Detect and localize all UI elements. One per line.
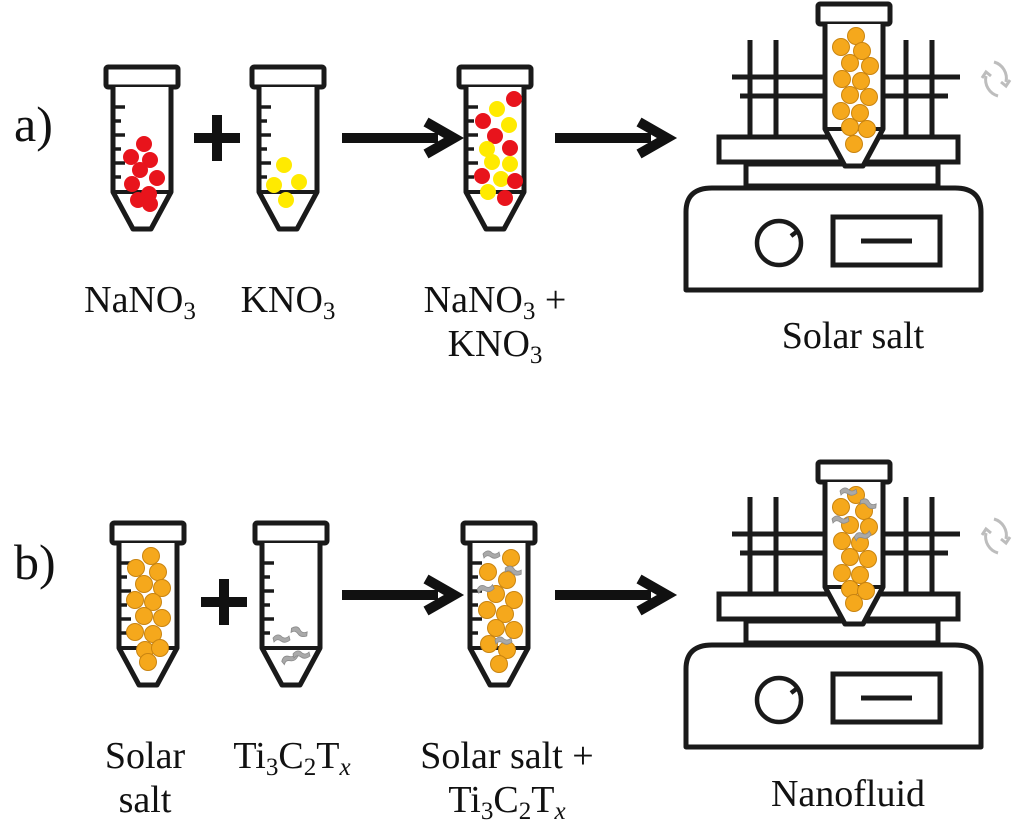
salt-mxene-mixture-tube xyxy=(463,523,535,685)
label-line-2: salt xyxy=(118,779,172,821)
right-arrow-icon xyxy=(342,579,454,611)
label-subscript: x xyxy=(339,754,350,781)
label-part: T xyxy=(316,735,340,777)
rotation-icon xyxy=(980,517,1012,555)
mixture-line-1: NaNO3 + xyxy=(400,278,590,326)
plus-icon xyxy=(201,579,247,625)
solar-salt-input-tube xyxy=(112,523,184,685)
label-subscript: 3 xyxy=(265,754,279,782)
label-subscript: 2 xyxy=(303,754,317,782)
nitrate-mixture-tube xyxy=(459,67,531,229)
label-suffix: + xyxy=(535,279,567,321)
label-part: C xyxy=(493,779,519,821)
nanofluid-label: Nanofluid xyxy=(770,773,926,815)
solar-salt-input-label: Solar salt xyxy=(80,734,210,822)
label-subscript: x xyxy=(554,798,565,825)
plus-icon xyxy=(194,115,240,161)
label-base: NaNO xyxy=(84,279,184,321)
mxene-tube xyxy=(255,523,327,685)
label-part: C xyxy=(278,735,304,777)
label-part: Ti xyxy=(448,779,481,821)
label-subscript-italic: x xyxy=(554,798,566,826)
label-subscript: 2 xyxy=(518,798,532,826)
panel-a-letter: a) xyxy=(14,96,53,152)
label-line-2: Ti3C2Tx xyxy=(392,778,622,826)
label-base: NaNO xyxy=(423,279,523,321)
rotation-icon xyxy=(980,60,1012,98)
mixture-line-2: KNO3 xyxy=(400,322,590,370)
salt-mxene-mixture-label: Solar salt + Ti3C2Tx xyxy=(392,734,622,826)
panel-a xyxy=(106,4,1012,290)
label-subscript: 3 xyxy=(522,298,536,326)
solar-salt-tube xyxy=(818,4,890,166)
label-line-1: Solar salt + xyxy=(420,735,594,777)
label-part: Ti xyxy=(233,735,266,777)
right-arrow-icon xyxy=(555,579,667,611)
panel-b xyxy=(112,462,1012,747)
sodium-nitrate-label: NaNO3 xyxy=(60,278,220,326)
label-base: KNO xyxy=(240,279,323,321)
label-line-1: Solar xyxy=(104,735,186,777)
potassium-nitrate-tube xyxy=(252,67,324,229)
solar-salt-result-label: Solar salt xyxy=(781,315,925,357)
label-base: KNO xyxy=(447,323,530,365)
label-subscript: 3 xyxy=(183,298,196,326)
label-part: T xyxy=(531,779,555,821)
label-subscript: 3 xyxy=(322,298,336,326)
sodium-nitrate-tube xyxy=(106,67,178,229)
right-arrow-icon xyxy=(555,122,667,154)
label-subscript-italic: x xyxy=(339,754,351,782)
nitrate-mixture-label: NaNO3 + KNO3 xyxy=(400,278,590,370)
right-arrow-icon xyxy=(342,122,454,154)
mxene-label: Ti3C2Tx xyxy=(212,734,372,782)
potassium-nitrate-label: KNO3 xyxy=(218,278,358,326)
panel-b-letter: b) xyxy=(14,534,56,590)
label-subscript: 3 xyxy=(480,798,494,826)
label-subscript: 3 xyxy=(529,342,543,370)
nanofluid-tube xyxy=(818,462,890,624)
